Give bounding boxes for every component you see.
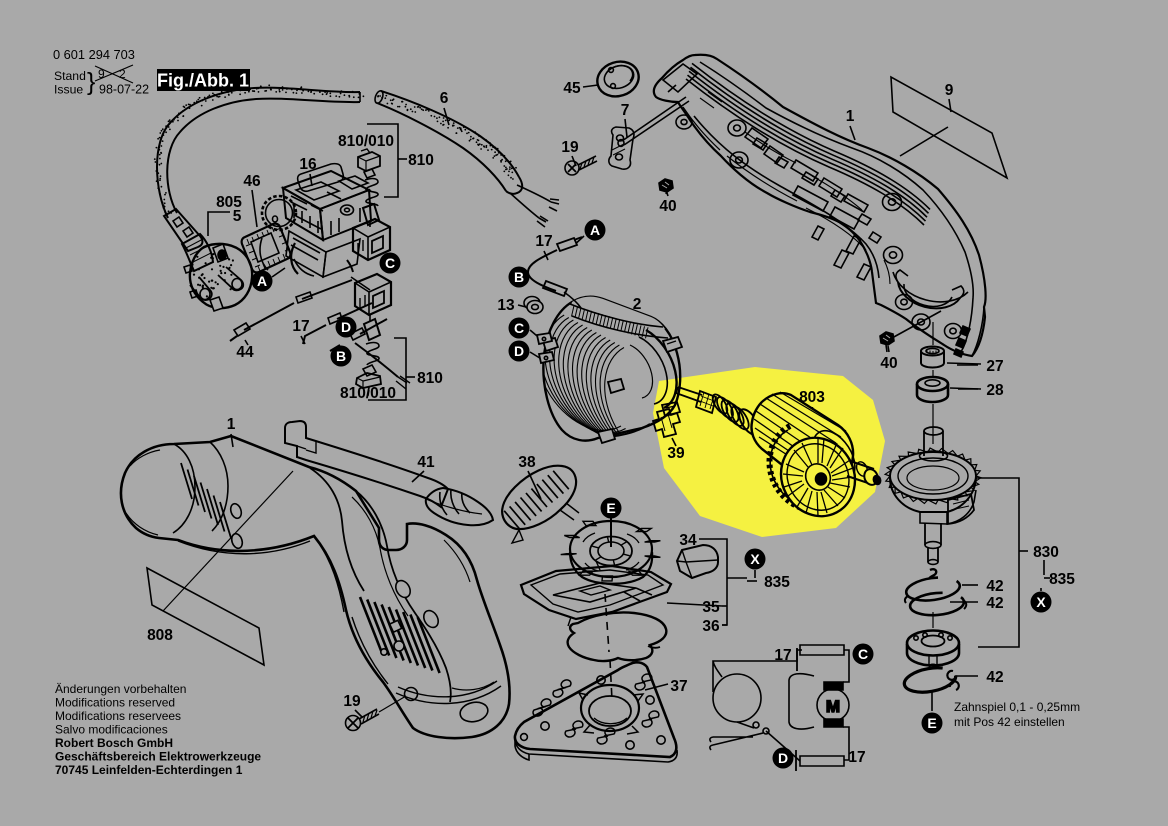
- svg-text:Modifications reserved: Modifications reserved: [55, 696, 175, 710]
- svg-text:9: 9: [945, 82, 954, 99]
- svg-text:810: 810: [417, 370, 443, 387]
- svg-text:42: 42: [986, 669, 1003, 686]
- svg-text:Geschäftsbereich Elektrowerkze: Geschäftsbereich Elektrowerkzeuge: [55, 750, 261, 764]
- svg-text:830: 830: [1033, 544, 1059, 561]
- svg-text:17: 17: [292, 318, 309, 335]
- svg-text:M: M: [826, 697, 840, 716]
- svg-text:810: 810: [408, 152, 434, 169]
- svg-text:19: 19: [343, 693, 361, 710]
- svg-text:17: 17: [535, 233, 552, 250]
- svg-text:70745 Leinfelden-Echterdingen: 70745 Leinfelden-Echterdingen 1: [55, 763, 243, 777]
- svg-text:0 601 294 703: 0 601 294 703: [53, 47, 135, 62]
- svg-text:D: D: [341, 319, 351, 335]
- svg-text:16: 16: [299, 156, 317, 173]
- svg-text:Robert Bosch GmbH: Robert Bosch GmbH: [55, 736, 173, 750]
- svg-text:B: B: [336, 348, 346, 364]
- svg-text:42: 42: [986, 595, 1003, 612]
- svg-text:40: 40: [659, 198, 676, 215]
- svg-text:805: 805: [216, 194, 242, 211]
- svg-text:Modifications reservees: Modifications reservees: [55, 709, 181, 723]
- svg-text:2: 2: [119, 67, 126, 81]
- svg-text:Issue: Issue: [54, 83, 83, 97]
- svg-text:Zahnspiel 0,1 - 0,25mm: Zahnspiel 0,1 - 0,25mm: [954, 700, 1080, 714]
- svg-text:Fig./Abb. 1: Fig./Abb. 1: [157, 71, 249, 91]
- svg-text:C: C: [385, 255, 395, 271]
- svg-text:46: 46: [243, 173, 261, 190]
- svg-text:40: 40: [880, 355, 897, 372]
- svg-text:D: D: [514, 343, 524, 359]
- svg-text:E: E: [606, 500, 615, 516]
- svg-text:37: 37: [670, 678, 687, 695]
- svg-text:803: 803: [799, 389, 825, 406]
- svg-text:808: 808: [147, 627, 173, 644]
- svg-text:}: }: [87, 68, 95, 96]
- svg-text:X: X: [1036, 594, 1046, 610]
- svg-text:13: 13: [497, 297, 515, 314]
- svg-text:38: 38: [518, 454, 536, 471]
- svg-text:1: 1: [846, 108, 855, 125]
- svg-text:A: A: [590, 222, 600, 238]
- svg-text:2: 2: [633, 296, 642, 313]
- svg-text:X: X: [750, 551, 760, 567]
- svg-text:835: 835: [764, 574, 790, 591]
- svg-text:C: C: [514, 320, 524, 336]
- svg-text:19: 19: [561, 139, 579, 156]
- svg-text:41: 41: [417, 454, 435, 471]
- svg-text:44: 44: [236, 344, 254, 361]
- svg-text:98-07-22: 98-07-22: [99, 83, 149, 97]
- svg-text:35: 35: [702, 599, 720, 616]
- svg-text:C: C: [858, 646, 868, 662]
- svg-text:7: 7: [621, 102, 630, 119]
- svg-text:Änderungen vorbehalten: Änderungen vorbehalten: [55, 682, 186, 696]
- svg-text:835: 835: [1049, 571, 1075, 588]
- svg-text:36: 36: [702, 618, 720, 635]
- svg-text:6: 6: [440, 90, 449, 107]
- svg-text:28: 28: [986, 382, 1004, 399]
- svg-text:D: D: [778, 750, 788, 766]
- svg-text:17: 17: [848, 749, 865, 766]
- svg-text:mit Pos 42 einstellen: mit Pos 42 einstellen: [954, 715, 1065, 729]
- svg-text:9: 9: [98, 67, 105, 81]
- svg-text:A: A: [257, 273, 267, 289]
- svg-text:45: 45: [563, 80, 581, 97]
- svg-text:Stand: Stand: [54, 69, 86, 83]
- svg-text:Salvo modificaciones: Salvo modificaciones: [55, 723, 168, 737]
- svg-text:39: 39: [667, 445, 685, 462]
- svg-text:42: 42: [986, 578, 1003, 595]
- svg-text:27: 27: [986, 358, 1003, 375]
- svg-text:B: B: [514, 269, 524, 285]
- svg-text:1: 1: [227, 416, 236, 433]
- svg-text:810/010: 810/010: [338, 133, 394, 150]
- svg-text:5: 5: [233, 208, 242, 225]
- svg-text:17: 17: [774, 647, 791, 664]
- svg-text:34: 34: [679, 532, 697, 549]
- svg-text:E: E: [927, 715, 936, 731]
